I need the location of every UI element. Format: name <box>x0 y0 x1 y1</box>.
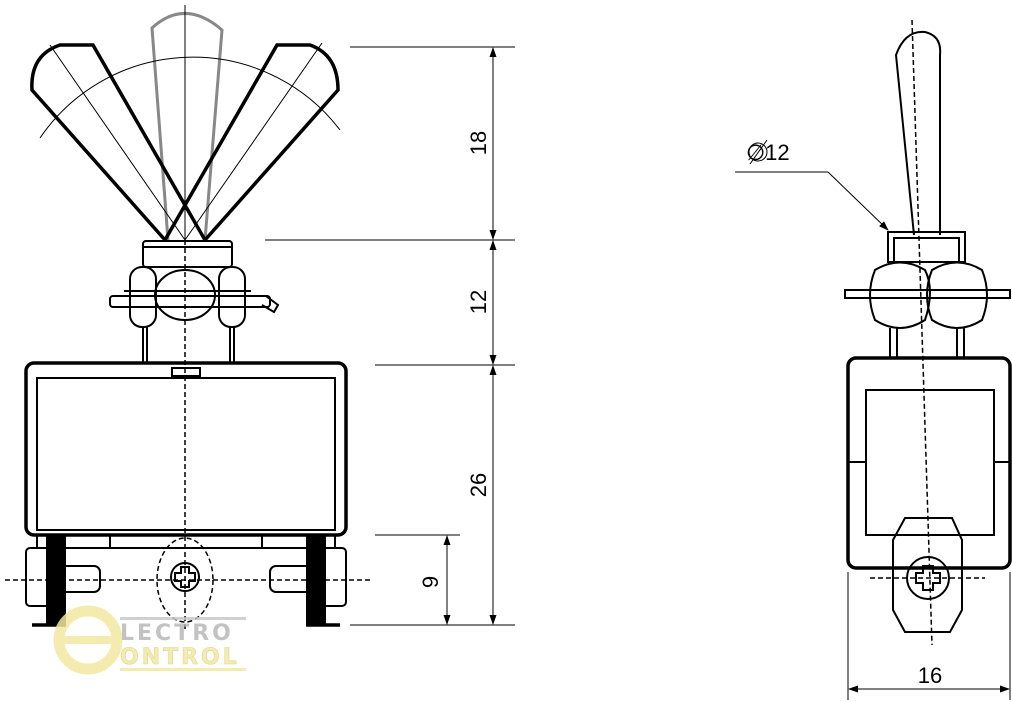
switch-body <box>24 361 348 537</box>
side-view <box>844 19 1012 646</box>
dim-terminal-height: 9 <box>418 576 443 588</box>
logo-line1: LECTRO <box>120 621 234 646</box>
washer <box>109 295 271 308</box>
electro-control-logo: LECTRO ONTROL <box>53 605 246 675</box>
terminal-right <box>269 535 347 627</box>
side-bushing <box>887 231 966 263</box>
dim-lever-height: 18 <box>466 131 491 155</box>
swing-arc <box>39 56 341 139</box>
side-lever <box>894 30 942 236</box>
front-dimensions: 18 12 26 9 <box>265 46 515 626</box>
side-washer <box>844 289 1011 299</box>
dim-bushing-diameter: ∅12 <box>746 140 790 165</box>
side-dimensions: ∅12 16 <box>735 139 1011 700</box>
dim-bushing-height: 12 <box>466 290 491 314</box>
front-view <box>5 5 370 632</box>
dim-width: 16 <box>918 663 942 688</box>
bushing <box>142 240 233 268</box>
lever-left <box>30 43 207 242</box>
side-terminal <box>892 517 963 633</box>
lever-center-ghost <box>150 12 224 241</box>
dim-body-height: 26 <box>466 473 491 497</box>
logo-line2: ONTROL <box>120 645 240 670</box>
lever-right <box>163 43 340 242</box>
